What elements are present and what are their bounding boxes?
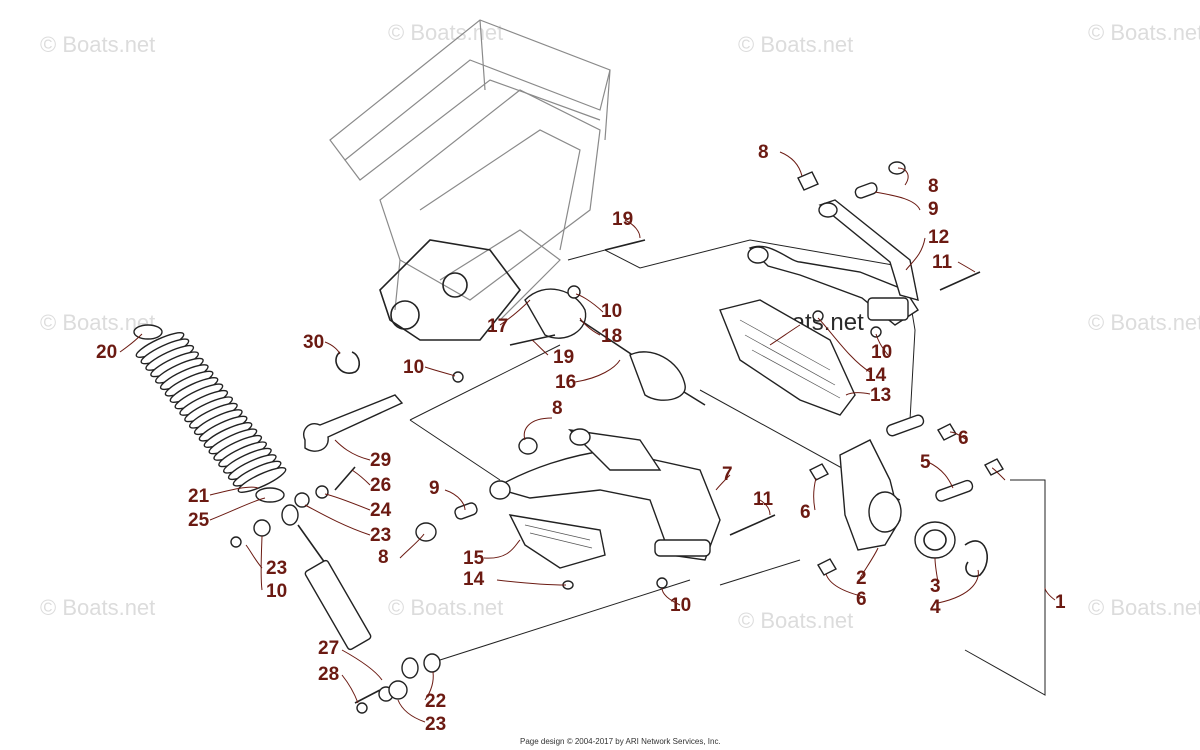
callout-number: 5 (920, 452, 931, 473)
watermark: © Boats.net (738, 608, 853, 633)
callout-number: 1 (1055, 592, 1066, 613)
callout-leaders (119, 151, 1056, 723)
callout-number: 23 (425, 714, 446, 735)
assembly-outline (409, 239, 1046, 696)
callout-number: 8 (552, 398, 563, 419)
callout-number: 10 (403, 357, 424, 378)
callout-number: 10 (266, 581, 287, 602)
callout-number: 11 (753, 489, 774, 510)
callout-number: 18 (601, 326, 622, 347)
watermark: © Boats.net (388, 595, 503, 620)
callout-number: 7 (722, 464, 733, 485)
callout-number: 20 (96, 342, 117, 363)
callout-number: 22 (425, 691, 446, 712)
knuckle-hub (809, 414, 1004, 578)
callout-number: 25 (188, 510, 210, 531)
callout-number: 2 (856, 568, 867, 589)
callout-number: 8 (928, 176, 939, 197)
shock-absorber (281, 504, 419, 679)
callout-number: 6 (958, 428, 969, 449)
callout-number: 26 (370, 475, 391, 496)
watermark: © Boats.net (388, 20, 503, 45)
callout-number: 13 (870, 385, 891, 406)
watermark: © Boats.net (1088, 595, 1200, 620)
chassis-frame (329, 19, 611, 341)
watermark: © Boats.net (40, 32, 155, 57)
callout-labels: 1 2 3 4 5 6 6 6 7 8 8 8 8 9 9 10 10 10 1… (96, 142, 1066, 735)
callout-number: 3 (930, 576, 941, 597)
callout-number: 9 (429, 478, 440, 499)
callout-number: 14 (463, 569, 485, 590)
lower-a-arm (489, 428, 721, 561)
skid-guard (508, 514, 606, 569)
callout-number: 16 (555, 372, 576, 393)
upper-a-arm (747, 199, 919, 326)
callout-number: 11 (932, 252, 953, 273)
callout-number: 21 (188, 486, 210, 507)
callout-number: 14 (865, 365, 887, 386)
callout-number: 28 (318, 664, 339, 685)
callout-number: 10 (871, 342, 892, 363)
callout-number: 27 (318, 638, 339, 659)
fasteners (230, 161, 981, 714)
upper-guard (719, 299, 856, 416)
callout-number: 8 (758, 142, 769, 163)
copyright-notice: Page design © 2004-2017 by ARI Network S… (520, 737, 721, 746)
watermark: © Boats.net (1088, 20, 1200, 45)
callout-number: 19 (612, 209, 633, 230)
watermark: © Boats.net (1088, 310, 1200, 335)
drive-axle (524, 288, 706, 406)
callout-number: 30 (303, 332, 324, 353)
callout-number: 12 (928, 227, 949, 248)
callout-number: 24 (370, 500, 392, 521)
callout-number: 19 (553, 347, 574, 368)
coil-spring (135, 332, 287, 493)
callout-number: 15 (463, 548, 485, 569)
callout-number: 10 (601, 301, 622, 322)
spring-coil (237, 467, 287, 493)
watermark: © Boats.net (738, 32, 853, 57)
callout-number: 6 (856, 589, 867, 610)
spanner-wrench (303, 394, 404, 452)
callout-number: 10 (670, 595, 691, 616)
callout-number: 6 (800, 502, 811, 523)
watermark: © Boats.net (40, 595, 155, 620)
callout-number: 29 (370, 450, 391, 471)
callout-number: 23 (266, 558, 287, 579)
callout-number: 4 (930, 597, 941, 618)
callout-number: 8 (378, 547, 389, 568)
callout-number: 9 (928, 199, 939, 220)
callout-number: 23 (370, 525, 391, 546)
callout-number: 17 (487, 316, 508, 337)
